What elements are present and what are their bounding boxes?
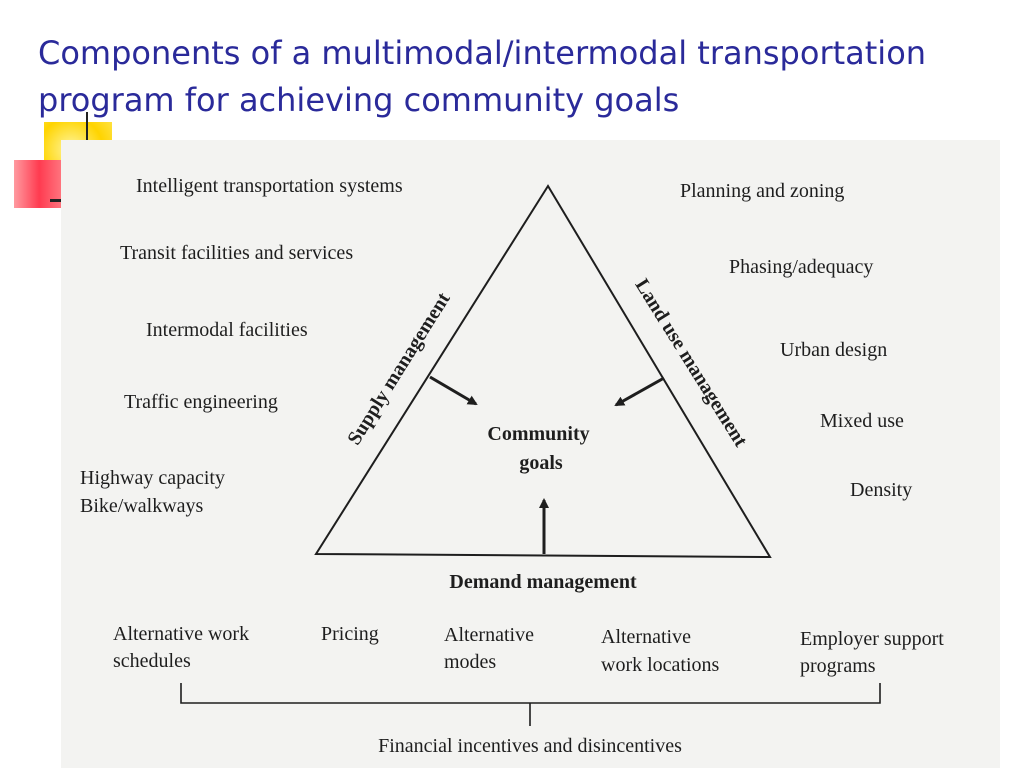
land-use-item-line: Density [850,479,912,501]
demand-item-line: Employer support [800,628,944,650]
supply-item: Transit facilities and services [120,242,353,264]
incentives-bracket [180,683,881,704]
supply-arrow [429,375,478,406]
decorative-vertical-line [86,112,88,142]
demand-item-line: programs [800,655,876,677]
bullet-dash [50,199,64,202]
demand-item-line: Alternative [601,626,691,648]
slide-title: Components of a multimodal/intermodal tr… [38,34,927,119]
supply-item: Intelligent transportation systems [136,175,403,197]
demand-item-line: modes [444,651,496,673]
supply-item-line: Traffic engineering [124,391,278,413]
land-use-item: Planning and zoning [680,180,844,202]
supply-item-line: Highway capacity [80,467,225,489]
land-use-item: Mixed use [820,410,904,432]
demand-management-label: Demand management [449,571,637,593]
incentives-label: Financial incentives and disincentives [378,735,682,757]
supply-item: Highway capacity Bike/walkways [80,467,230,517]
demand-item-line: Pricing [321,623,379,645]
land-use-item: Phasing/adequacy [729,256,873,278]
land-use-item: Density [850,479,912,501]
land-use-item-line: Urban design [780,339,887,361]
demand-item-line: Alternative [444,624,534,646]
demand-item-line: Alternative work [113,623,249,645]
land-use-item-line: Phasing/adequacy [729,256,873,278]
center-label-line: goals [519,452,563,474]
goals-triangle [314,184,772,559]
supply-item: Intermodal facilities [146,319,308,341]
demand-item: Alternative work locations [601,626,720,676]
demand-item: Pricing [321,623,379,645]
land-use-item-line: Mixed use [820,410,904,432]
supply-item-line: Bike/walkways [80,495,204,517]
land-use-arrow [614,376,665,407]
demand-item-line: schedules [113,650,191,672]
demand-item: Alternative work schedules [113,623,254,672]
demand-item: Alternative modes [444,624,539,673]
supply-item-line: Intelligent transportation systems [136,175,403,197]
supply-item-line: Intermodal facilities [146,319,308,341]
diagram-image-area [61,140,1000,768]
demand-item: Employer support programs [800,628,949,677]
supply-item: Traffic engineering [124,391,278,413]
land-use-item-line: Planning and zoning [680,180,844,202]
land-use-item: Urban design [780,339,887,361]
demand-item-line: work locations [601,654,720,676]
center-label: Community goals [487,423,594,474]
supply-management-label: Supply management [343,288,455,448]
center-label-line: Community [487,423,589,445]
supply-item-line: Transit facilities and services [120,242,353,264]
